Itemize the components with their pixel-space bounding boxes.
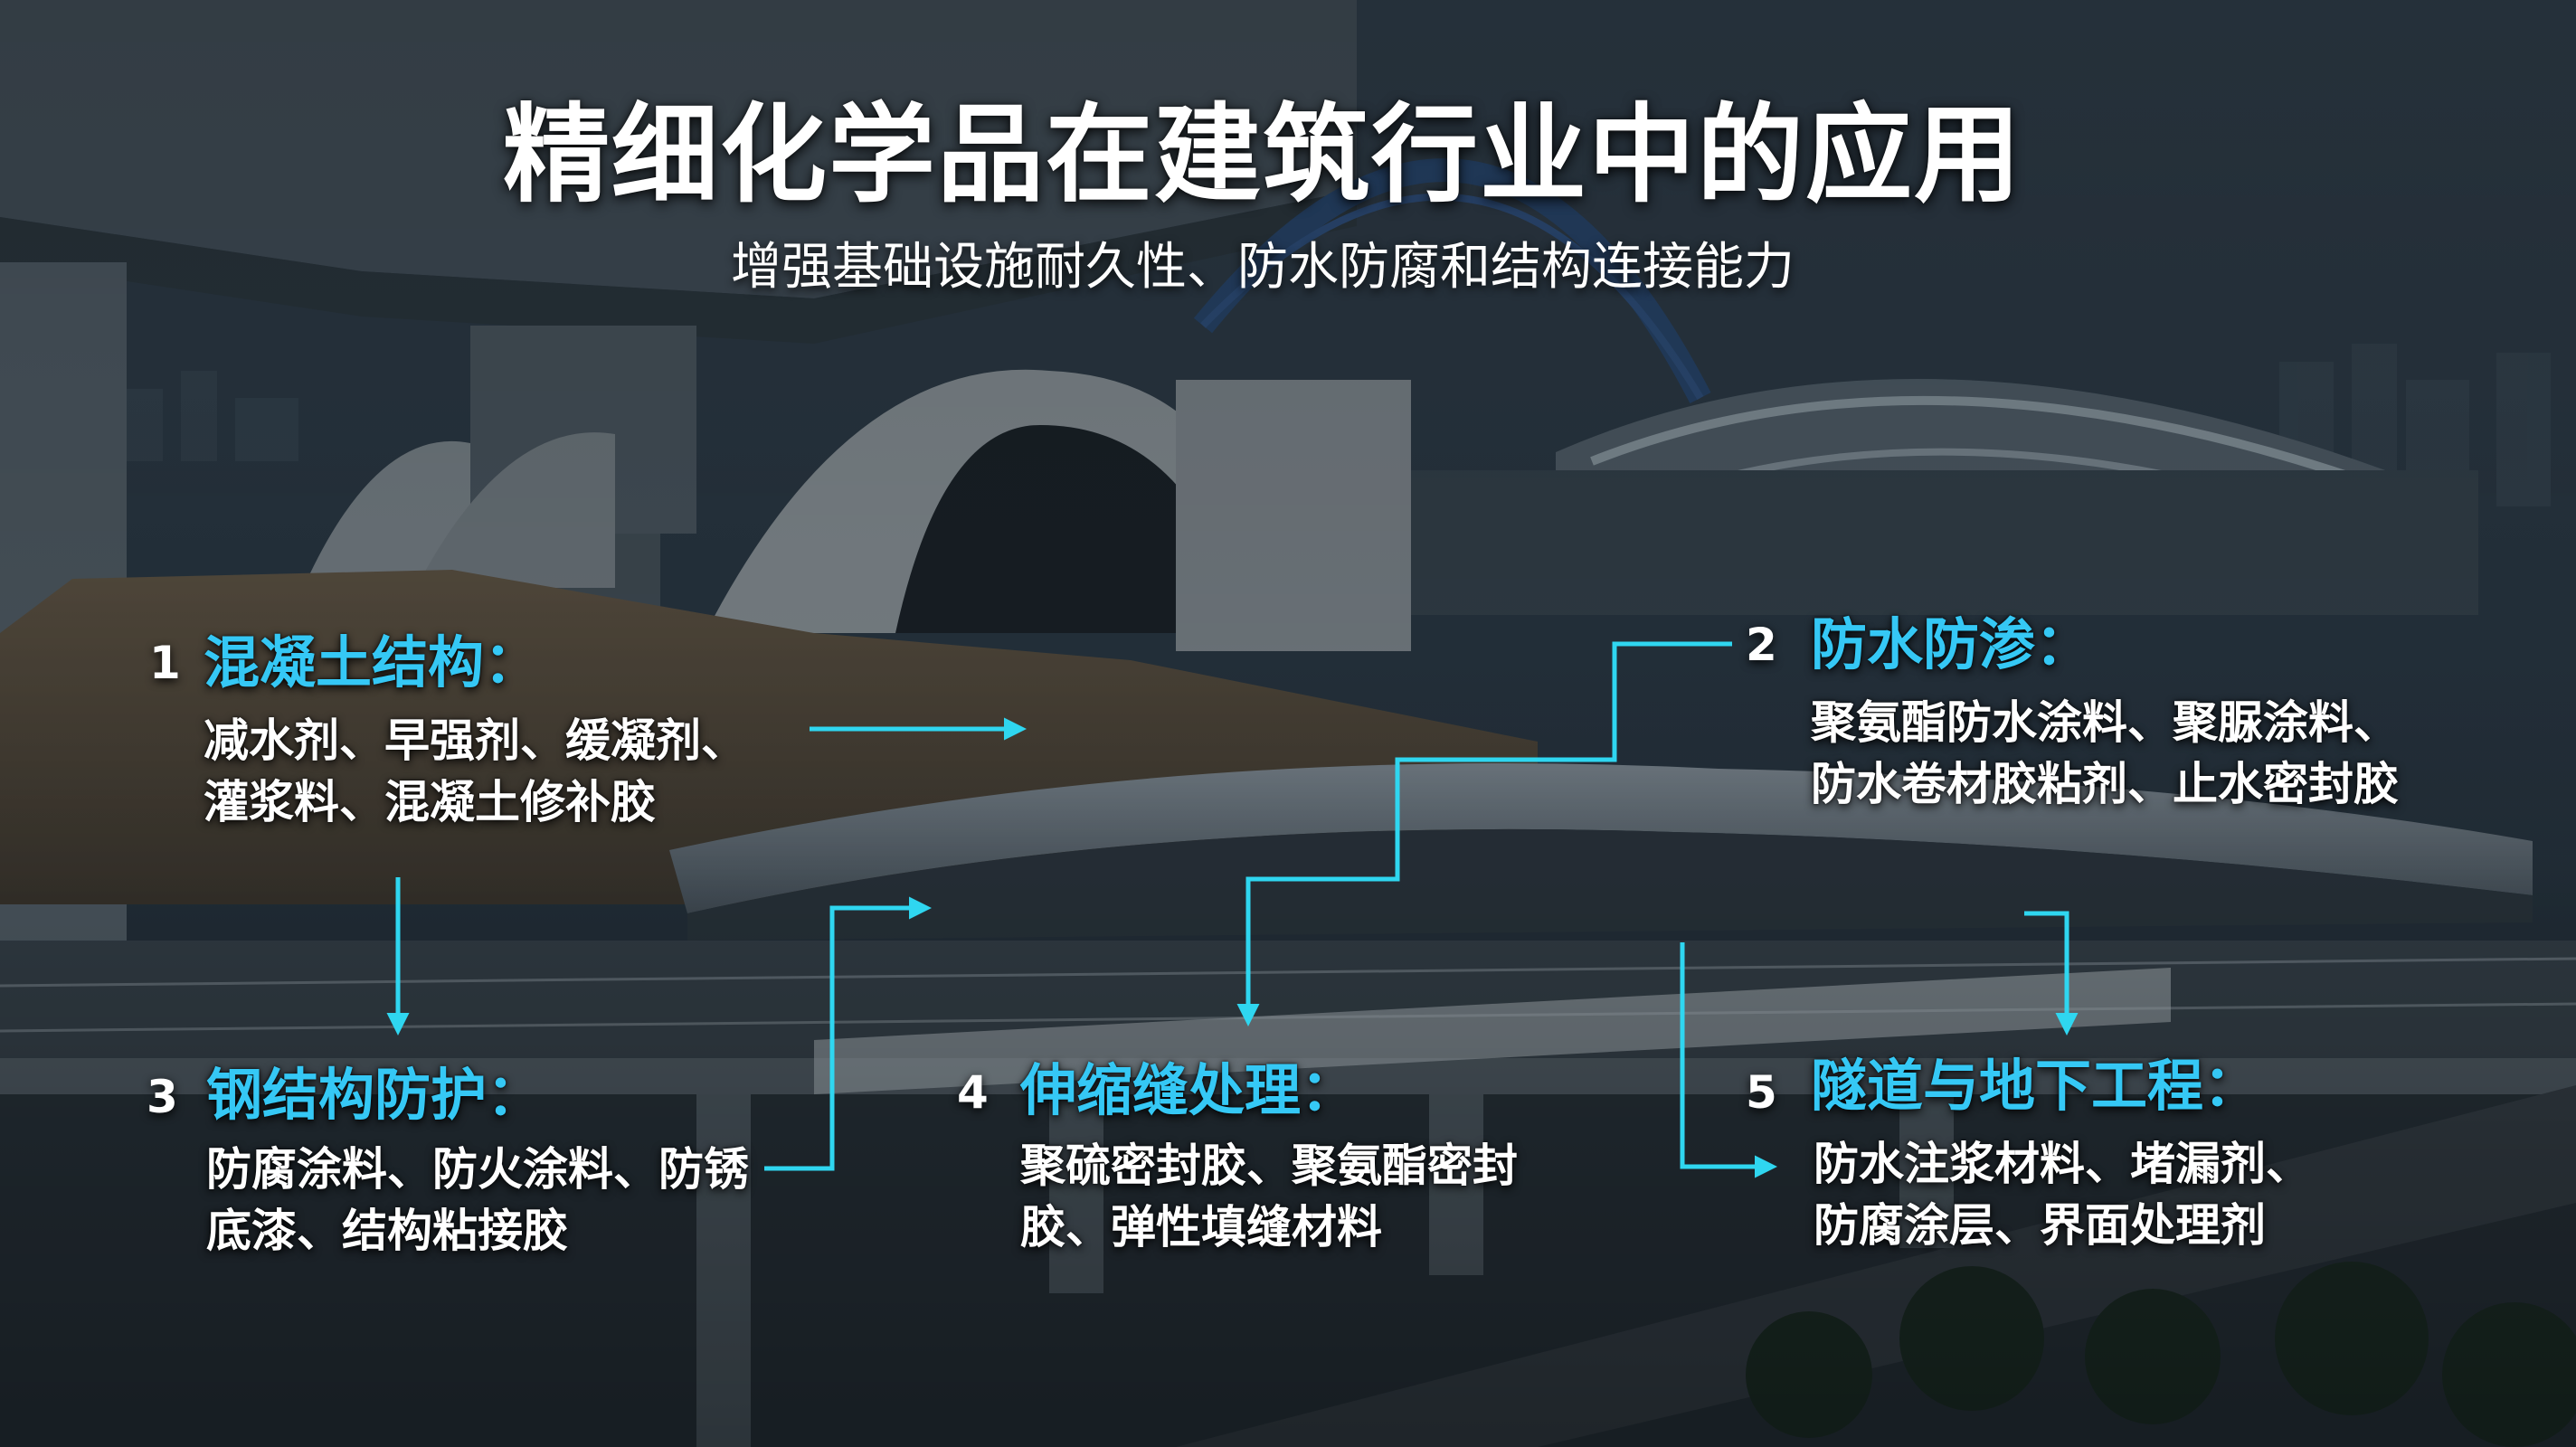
item-heading: 伸缩缝处理： <box>1020 1057 1358 1123</box>
item-heading: 防水防渗： <box>1811 611 2092 677</box>
item-description: 聚硫密封胶、聚氨酯密封 胶、弹性填缝材料 <box>1020 1140 1518 1253</box>
arrow-to-item5-down <box>2024 911 2079 1036</box>
item-description: 减水剂、早强剂、缓凝剂、 灌浆料、混凝土修补胶 <box>204 714 746 828</box>
item-heading: 隧道与地下工程： <box>1811 1053 2260 1119</box>
page-title: 精细化学品在建筑行业中的应用 <box>502 92 2022 217</box>
item-description: 防腐涂料、防火涂料、防锈 底漆、结构粘接胶 <box>206 1143 749 1257</box>
item-number: 3 <box>147 1071 178 1123</box>
arrow-item2-to-item4 <box>1236 641 1732 1026</box>
page-subtitle: 增强基础设施耐久性、防水防腐和结构连接能力 <box>731 238 1795 297</box>
arrow-to-item5-right <box>1680 942 1777 1178</box>
item-number: 5 <box>1746 1066 1777 1119</box>
item-description: 防水注浆材料、堵漏剂、 防腐涂层、界面处理剂 <box>1814 1138 2311 1252</box>
item-heading: 钢结构防护： <box>206 1062 544 1128</box>
item-description: 聚氨酯防水涂料、聚脲涂料、 防水卷材胶粘剂、止水密封胶 <box>1811 696 2399 810</box>
item-number: 2 <box>1746 619 1777 671</box>
item-number: 4 <box>957 1066 989 1119</box>
arrow-item3-up <box>764 896 932 1171</box>
item-heading: 混凝土结构： <box>204 629 541 695</box>
item-number: 1 <box>149 637 181 689</box>
